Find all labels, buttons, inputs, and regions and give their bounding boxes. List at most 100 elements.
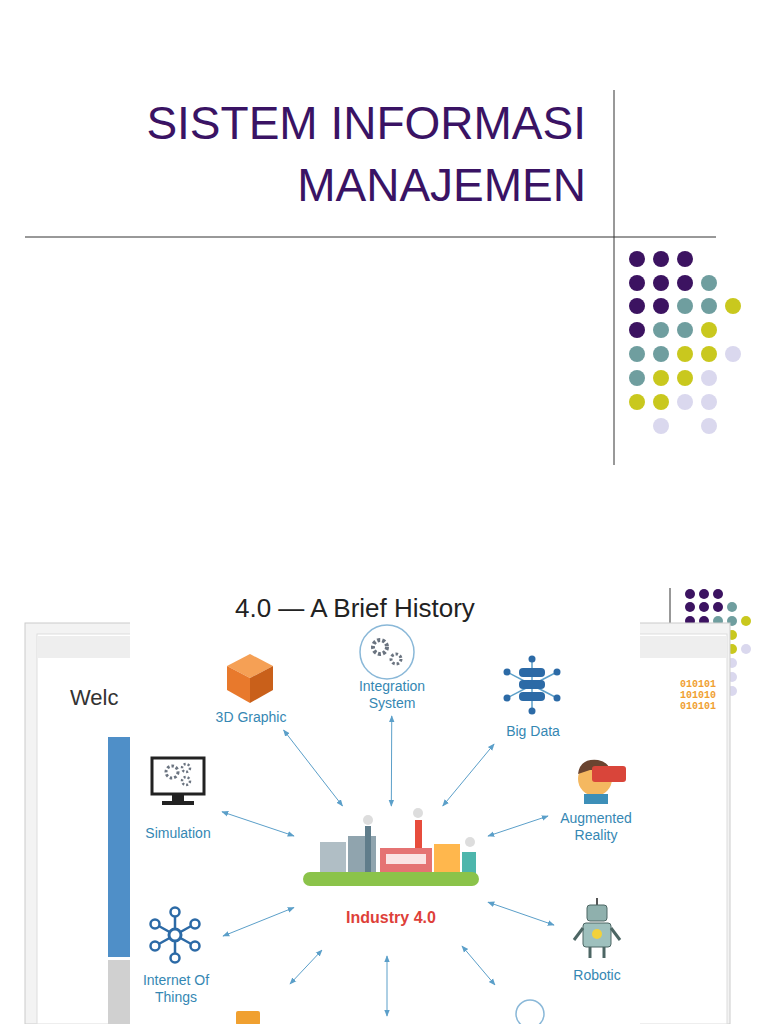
- technology-node: Internet Of Things: [133, 904, 219, 1006]
- network-dot: [504, 669, 511, 676]
- dot: [677, 298, 693, 314]
- dot: [653, 275, 669, 291]
- technology-node: 3D Graphic: [203, 650, 299, 726]
- dot: [685, 602, 695, 612]
- factory-building: [434, 844, 460, 874]
- dot: [653, 370, 669, 386]
- node-label: Integration System: [343, 678, 441, 712]
- dot: [701, 275, 717, 291]
- technology-node: Integration System: [343, 626, 441, 712]
- cube-face: [227, 666, 250, 703]
- robot-light: [592, 929, 602, 939]
- dot: [653, 298, 669, 314]
- network-dot: [191, 920, 200, 929]
- dot: [727, 602, 737, 612]
- database-disk: [519, 680, 545, 689]
- technology-node: Robotic: [558, 896, 636, 984]
- connector-arrow: [391, 716, 392, 806]
- dot: [701, 298, 717, 314]
- gear-symbol: [182, 777, 190, 785]
- dot: [629, 394, 645, 410]
- dot: [713, 602, 723, 612]
- connector-arrow: [222, 812, 294, 836]
- dot: [741, 644, 751, 654]
- node-label: 3D Graphic: [203, 709, 299, 726]
- network-dot: [191, 942, 200, 951]
- dot: [677, 251, 693, 267]
- factory-building: [380, 848, 432, 874]
- partial-icon: [236, 1011, 260, 1024]
- dot: [629, 370, 645, 386]
- dot: [699, 602, 709, 612]
- dot: [741, 616, 751, 626]
- dot: [677, 370, 693, 386]
- database-icon: [504, 656, 561, 715]
- spoke-arrow: [462, 946, 495, 985]
- connector-arrow: [223, 908, 294, 937]
- neck-shape: [584, 794, 608, 804]
- icon-ring: [360, 625, 414, 679]
- connector-arrow: [488, 816, 548, 836]
- dot: [677, 322, 693, 338]
- network-dot: [504, 695, 511, 702]
- dot: [629, 298, 645, 314]
- node-label: Robotic: [558, 967, 636, 984]
- node-label: Simulation: [138, 825, 218, 842]
- spoke-arrow: [290, 950, 322, 984]
- factory-icon: [303, 808, 479, 886]
- binary-text: 010101: [680, 701, 716, 712]
- network-dot: [529, 656, 536, 663]
- dot: [629, 322, 645, 338]
- dot: [725, 298, 741, 314]
- factory-ground: [303, 872, 479, 886]
- gear-symbol: [391, 654, 401, 664]
- network-dot: [171, 954, 180, 963]
- factory-building: [462, 852, 476, 874]
- dot: [701, 370, 717, 386]
- dot: [699, 589, 709, 599]
- monitor-screen: [152, 758, 204, 794]
- robot-body: [583, 923, 611, 947]
- slide-title: SISTEM INFORMASI MANAJEMEN: [86, 92, 586, 216]
- database-disk: [519, 668, 545, 677]
- connector-arrow: [443, 744, 494, 806]
- factory-building: [320, 842, 346, 874]
- dot: [701, 322, 717, 338]
- screenshot-frame: [25, 623, 730, 1024]
- screenshot-text: Welc: [70, 685, 119, 711]
- cube-face: [250, 666, 273, 703]
- dot: [653, 418, 669, 434]
- dot: [713, 589, 723, 599]
- monitor-icon: [152, 758, 204, 805]
- slide-heading: 4.0 — A Brief History: [235, 593, 475, 623]
- goggles-shape: [592, 766, 626, 782]
- factory-chimney: [365, 826, 371, 874]
- database-disk: [519, 692, 545, 701]
- technology-node: Augmented Reality: [552, 756, 640, 844]
- connector-arrow: [284, 730, 343, 806]
- spoke-arrow: [387, 956, 388, 1016]
- robot-arm: [574, 928, 583, 940]
- factory-building: [348, 836, 376, 874]
- connector-arrow: [488, 902, 554, 925]
- monitor-stand: [172, 795, 184, 801]
- smoke-puff: [413, 808, 423, 818]
- robot-icon: [574, 898, 620, 958]
- network-dot: [171, 908, 180, 917]
- gear-symbol: [373, 640, 387, 654]
- gear-symbol: [166, 766, 178, 778]
- robot-head: [587, 905, 607, 921]
- network-dot: [151, 942, 160, 951]
- dot: [653, 346, 669, 362]
- node-label: Big Data: [494, 723, 572, 740]
- hub-node: Industry 4.0: [298, 810, 484, 927]
- robot-antenna: [596, 898, 598, 905]
- network-dot: [554, 669, 561, 676]
- dot: [701, 394, 717, 410]
- node-label: Augmented Reality: [552, 810, 640, 844]
- hub-label: Industry 4.0: [298, 908, 484, 927]
- divider-line: [25, 237, 716, 238]
